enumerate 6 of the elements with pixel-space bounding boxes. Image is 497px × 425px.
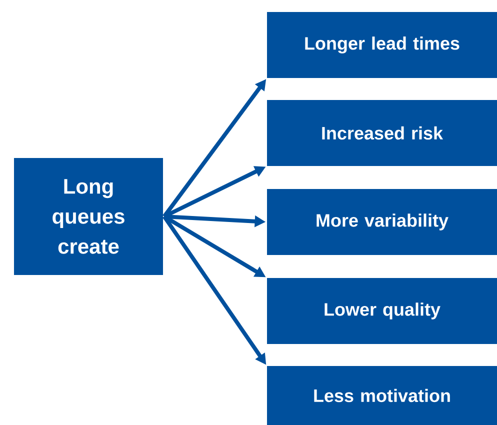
effect-box: Less motivation: [267, 366, 497, 425]
effect-box: Longer lead times: [267, 12, 497, 78]
effect-box: Lower quality: [267, 278, 497, 344]
effect-box: More variability: [267, 189, 497, 255]
cause-box: Long queues create: [14, 158, 163, 275]
effect-box: Increased risk: [267, 100, 497, 166]
